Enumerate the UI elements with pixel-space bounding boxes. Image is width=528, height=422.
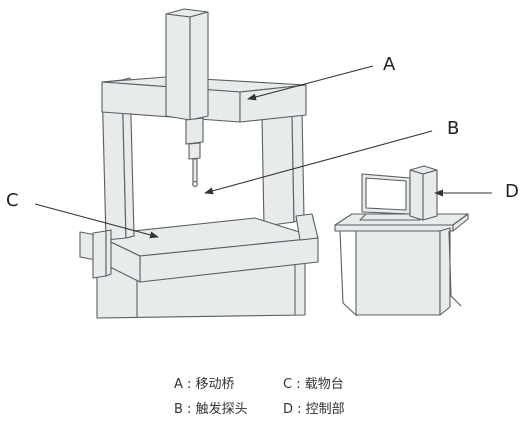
- control-desk: [334, 213, 469, 317]
- front-post: [92, 77, 135, 279]
- cmm-diagram: [34, 8, 492, 319]
- callout-c: C: [6, 190, 19, 211]
- controller-unit: [409, 165, 438, 221]
- measuring-table: [79, 213, 319, 283]
- arrow-b: [204, 130, 433, 195]
- callout-a: A: [383, 54, 396, 75]
- arrow-c: [34, 203, 159, 239]
- legend-b: B : 触发探头: [174, 402, 248, 417]
- legend-c: C : 载物台: [283, 377, 344, 392]
- monitor: [361, 173, 415, 215]
- legend-a: A : 移动桥: [174, 377, 235, 392]
- arrow-a: [247, 65, 374, 101]
- callout-d: D: [505, 181, 519, 202]
- callout-b: B: [447, 118, 460, 139]
- legend-d: D : 控制部: [283, 402, 345, 417]
- z-column: [165, 8, 209, 187]
- rear-post: [261, 109, 305, 227]
